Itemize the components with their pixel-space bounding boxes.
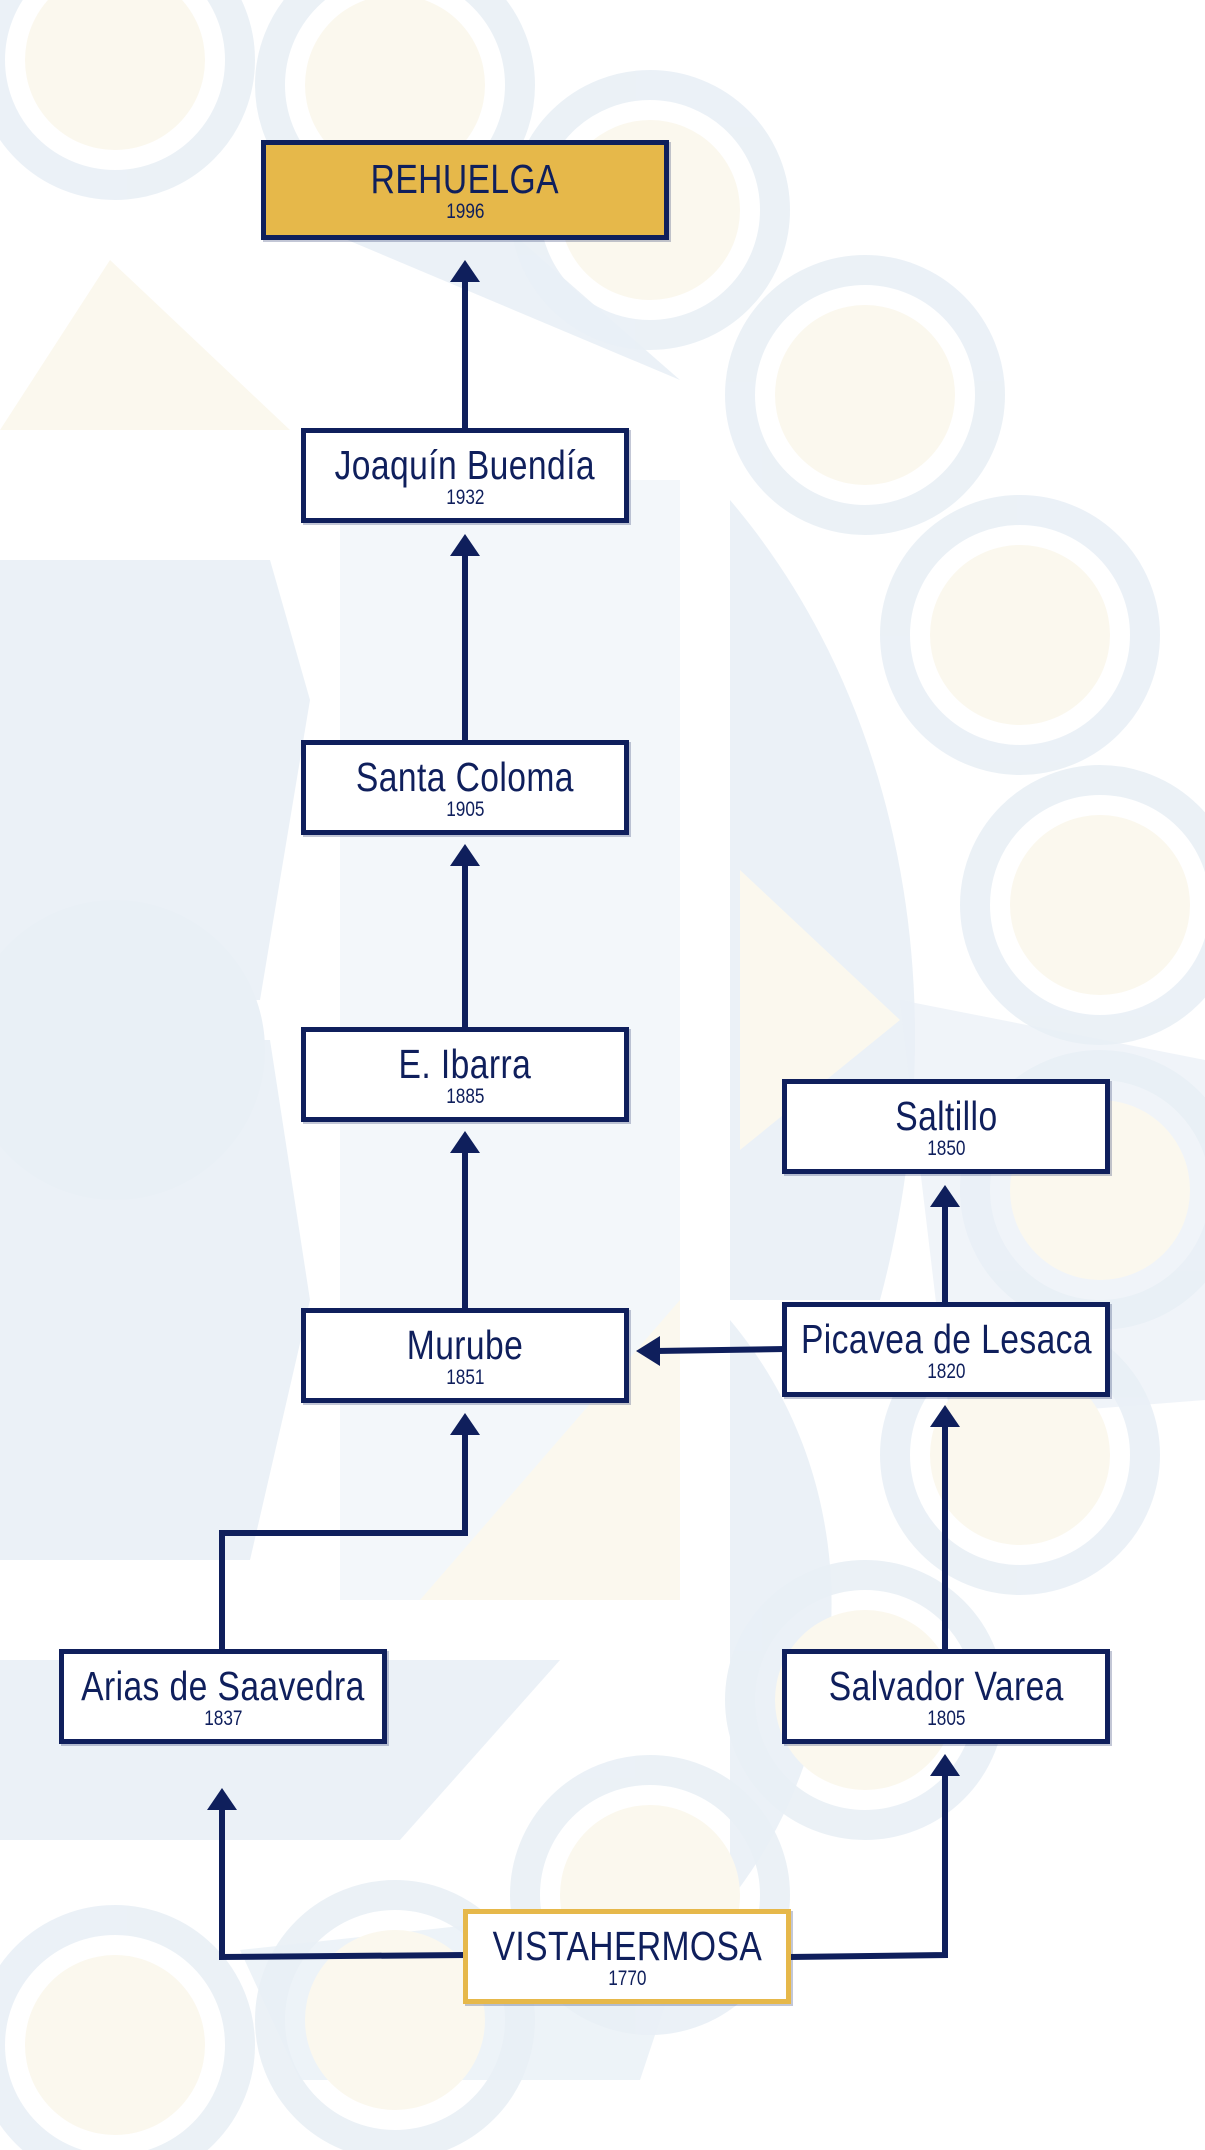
- arrowhead-ibarra: [450, 1131, 480, 1153]
- arrowhead-rehuelga: [450, 260, 480, 282]
- arrowhead-murube-side: [636, 1336, 660, 1366]
- node-year: 1851: [445, 1365, 485, 1389]
- node-santa-coloma: Santa Coloma 1905: [301, 740, 629, 835]
- node-rehuelga: REHUELGA 1996: [261, 140, 669, 240]
- node-year: 1905: [445, 797, 485, 821]
- node-name: Joaquín Buendía: [334, 441, 596, 488]
- arrowhead-murube-top: [450, 1413, 480, 1435]
- edge-picavea-to-murube: [655, 1346, 786, 1354]
- node-arias-de-saavedra: Arias de Saavedra 1837: [59, 1649, 387, 1744]
- node-e-ibarra: E. Ibarra 1885: [301, 1027, 629, 1122]
- node-year: 1770: [607, 1966, 647, 1990]
- arrowhead-varea: [930, 1754, 960, 1776]
- edge-vistahermosa-to-varea: [789, 1776, 948, 1960]
- node-year: 1932: [445, 485, 485, 509]
- node-picavea-de-lesaca: Picavea de Lesaca 1820: [782, 1302, 1110, 1397]
- node-salvador-varea: Salvador Varea 1805: [782, 1649, 1110, 1744]
- node-year: 1885: [445, 1084, 485, 1108]
- node-name: Arias de Saavedra: [81, 1662, 365, 1709]
- node-name: Saltillo: [894, 1092, 998, 1139]
- node-year: 1805: [926, 1706, 966, 1730]
- arrowhead-saltillo: [930, 1185, 960, 1207]
- node-saltillo: Saltillo 1850: [782, 1079, 1110, 1174]
- node-murube: Murube 1851: [301, 1308, 629, 1403]
- arrowhead-arias: [207, 1788, 237, 1810]
- arrowhead-santacoloma: [450, 844, 480, 866]
- node-joaquin-buendia: Joaquín Buendía 1932: [301, 428, 629, 523]
- node-name: Salvador Varea: [828, 1662, 1064, 1709]
- arrowhead-joaquin: [450, 534, 480, 556]
- node-name: Murube: [406, 1321, 524, 1368]
- node-year: 1996: [445, 200, 485, 223]
- node-year: 1820: [926, 1359, 966, 1383]
- node-year: 1850: [926, 1136, 966, 1160]
- node-name: VISTAHERMOSA: [492, 1922, 762, 1969]
- node-year: 1837: [203, 1706, 243, 1730]
- node-name: Santa Coloma: [356, 753, 574, 800]
- node-name: REHUELGA: [370, 156, 560, 202]
- node-vistahermosa: VISTAHERMOSA 1770: [463, 1909, 791, 2004]
- edge-vistahermosa-to-arias: [219, 1806, 466, 1961]
- edge-arias-to-murube: [219, 1435, 468, 1650]
- node-name: E. Ibarra: [398, 1040, 532, 1087]
- arrowhead-picavea: [930, 1405, 960, 1427]
- node-name: Picavea de Lesaca: [800, 1315, 1092, 1362]
